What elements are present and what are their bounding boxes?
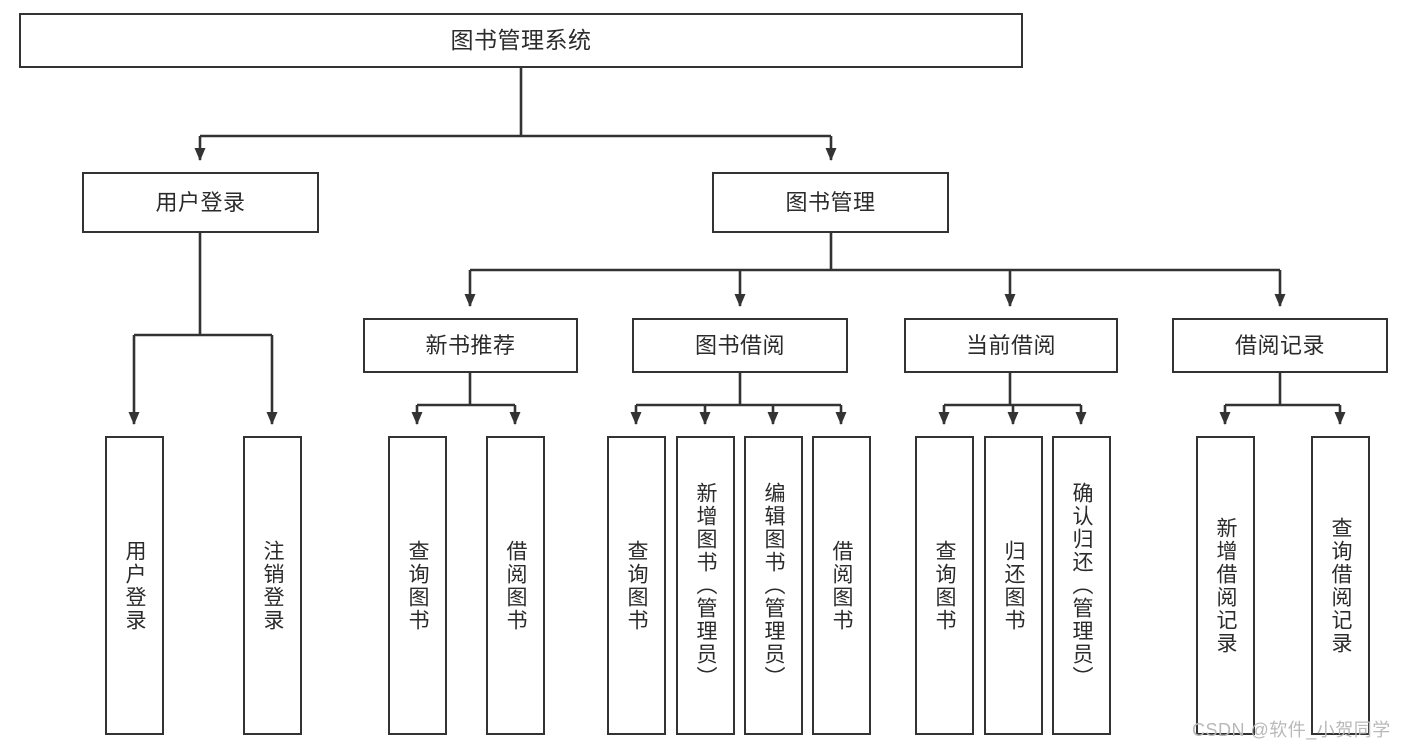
node-label-new-book-recommend: 新书推荐 (425, 332, 516, 358)
node-new-book-recommend[interactable]: 新书推荐 (363, 318, 578, 373)
node-root-system[interactable]: 图书管理系统 (19, 13, 1023, 68)
node-leaf-confirm-return[interactable]: 确认归还（管理员） (1052, 436, 1111, 735)
node-label-leaf-query-book-1: 查询图书 (406, 539, 429, 632)
node-leaf-query-book-2[interactable]: 查询图书 (607, 436, 666, 735)
node-book-management[interactable]: 图书管理 (712, 172, 949, 233)
node-leaf-borrow-book-1[interactable]: 借阅图书 (486, 436, 545, 735)
node-label-leaf-query-book-3: 查询图书 (933, 539, 956, 632)
node-label-leaf-query-book-2: 查询图书 (625, 539, 648, 632)
node-label-leaf-return-book: 归还图书 (1002, 539, 1025, 632)
node-leaf-add-book[interactable]: 新增图书（管理员） (676, 436, 735, 735)
node-label-book-management: 图书管理 (785, 189, 876, 215)
node-leaf-return-book[interactable]: 归还图书 (984, 436, 1043, 735)
node-label-leaf-user-login: 用户登录 (123, 539, 146, 632)
node-leaf-query-record[interactable]: 查询借阅记录 (1311, 436, 1370, 735)
node-label-leaf-confirm-return: 确认归还（管理员） (1070, 482, 1093, 689)
node-leaf-query-book-1[interactable]: 查询图书 (388, 436, 447, 735)
node-label-root: 图书管理系统 (450, 27, 592, 54)
node-label-user-login: 用户登录 (155, 189, 246, 215)
node-leaf-edit-book[interactable]: 编辑图书（管理员） (744, 436, 803, 735)
node-current-borrow[interactable]: 当前借阅 (904, 318, 1118, 373)
node-user-login[interactable]: 用户登录 (82, 172, 319, 233)
node-label-leaf-add-book: 新增图书（管理员） (694, 482, 717, 689)
node-leaf-add-record[interactable]: 新增借阅记录 (1196, 436, 1255, 735)
node-label-leaf-borrow-book-2: 借阅图书 (830, 539, 853, 632)
node-label-leaf-add-record: 新增借阅记录 (1214, 516, 1237, 655)
node-label-leaf-edit-book: 编辑图书（管理员） (762, 482, 785, 689)
node-label-leaf-query-record: 查询借阅记录 (1329, 516, 1352, 655)
node-leaf-user-login[interactable]: 用户登录 (105, 436, 164, 735)
node-leaf-borrow-book-2[interactable]: 借阅图书 (812, 436, 871, 735)
node-book-borrow[interactable]: 图书借阅 (632, 318, 848, 373)
node-label-borrow-record: 借阅记录 (1234, 332, 1325, 358)
node-label-current-borrow: 当前借阅 (965, 332, 1056, 358)
node-label-leaf-borrow-book-1: 借阅图书 (504, 539, 527, 632)
node-borrow-record[interactable]: 借阅记录 (1172, 318, 1388, 373)
node-label-leaf-logout: 注销登录 (261, 539, 284, 632)
node-label-book-borrow: 图书借阅 (694, 332, 785, 358)
node-leaf-logout[interactable]: 注销登录 (243, 436, 302, 735)
node-leaf-query-book-3[interactable]: 查询图书 (915, 436, 974, 735)
